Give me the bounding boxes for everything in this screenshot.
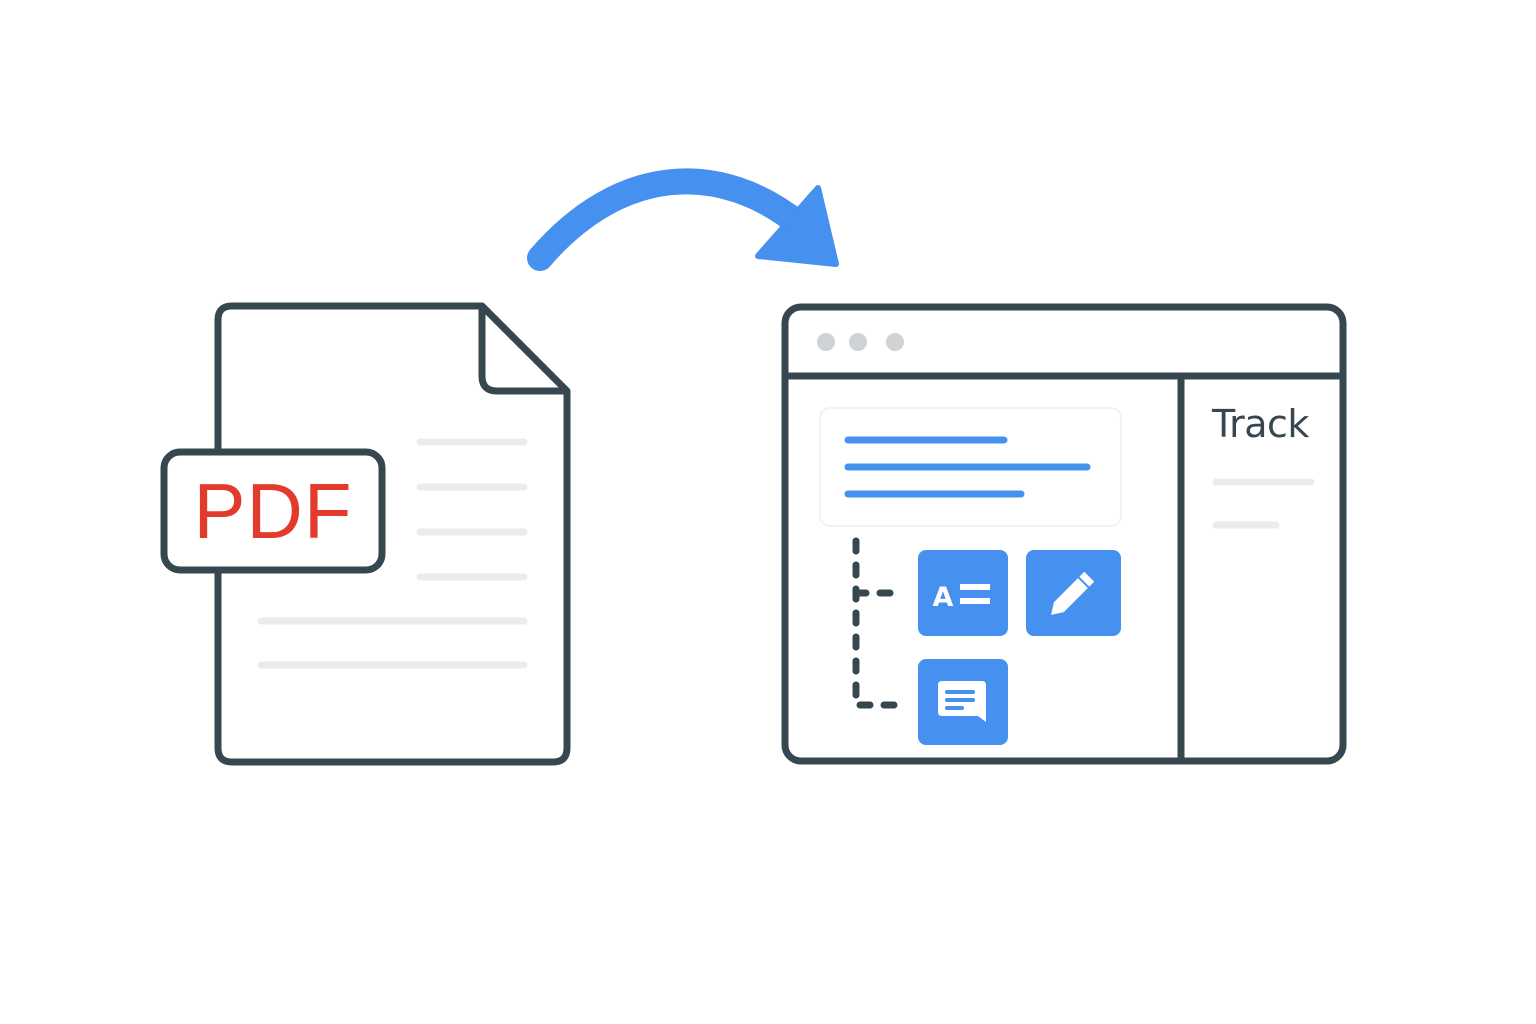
text-fields-icon: A: [933, 582, 990, 613]
content-card: [819, 407, 1122, 527]
pdf-document: [160, 302, 571, 766]
app-window: A: [781, 303, 1347, 765]
tree-connector: [852, 537, 902, 709]
window-control-dot: [886, 333, 904, 351]
window-control-dot: [849, 333, 867, 351]
tool-text-button[interactable]: A: [918, 550, 1008, 636]
svg-text:A: A: [933, 582, 954, 613]
side-panel-lines: [1212, 478, 1315, 529]
pencil-edit-icon: [1051, 571, 1095, 615]
pdf-badge-label: PDF: [193, 466, 353, 555]
pdf-badge: [160, 448, 386, 574]
curved-arrow-right-icon: [527, 168, 839, 271]
side-panel-title: Track: [1212, 402, 1309, 446]
document-text-lines: [257, 438, 528, 669]
tool-comment-button[interactable]: [918, 659, 1008, 745]
comment-note-icon: [938, 681, 986, 722]
window-control-dot: [817, 333, 835, 351]
tool-edit-button[interactable]: [1026, 550, 1121, 636]
window-controls: [817, 333, 904, 351]
